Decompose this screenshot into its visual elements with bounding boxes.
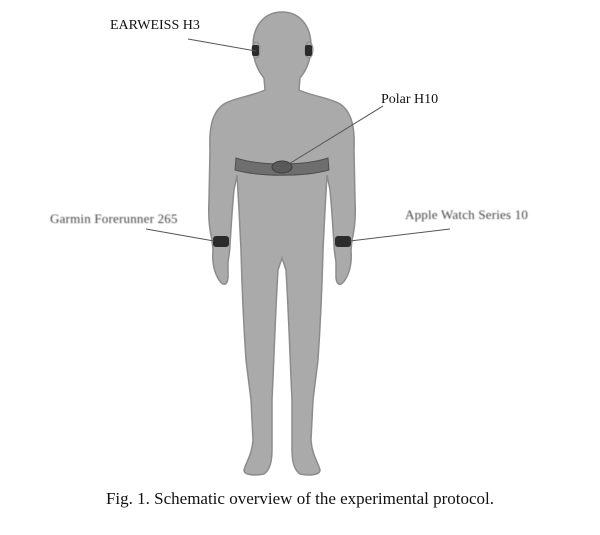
apple-leader — [349, 228, 451, 242]
earweiss-leader — [187, 38, 257, 52]
polar-leader — [283, 105, 384, 168]
human-silhouette — [208, 11, 356, 476]
label-polar-h10: Polar H10 — [381, 92, 439, 107]
garmin-watch — [213, 236, 229, 247]
label-earweiss-h3: EARWEISS H3 — [110, 18, 200, 33]
polar-sensor — [271, 160, 293, 174]
label-apple-watch: Apple Watch Series 10 — [405, 207, 529, 222]
earweiss-right-earbud — [305, 45, 312, 56]
label-garmin-forerunner: Garmin Forerunner 265 — [50, 211, 178, 226]
garmin-leader — [145, 228, 215, 242]
apple-watch — [335, 236, 351, 247]
leader-lines — [145, 38, 451, 242]
body-silhouette — [208, 11, 356, 476]
devices — [213, 45, 351, 247]
figure-caption: Fig. 1. Schematic overview of the experi… — [105, 489, 495, 508]
